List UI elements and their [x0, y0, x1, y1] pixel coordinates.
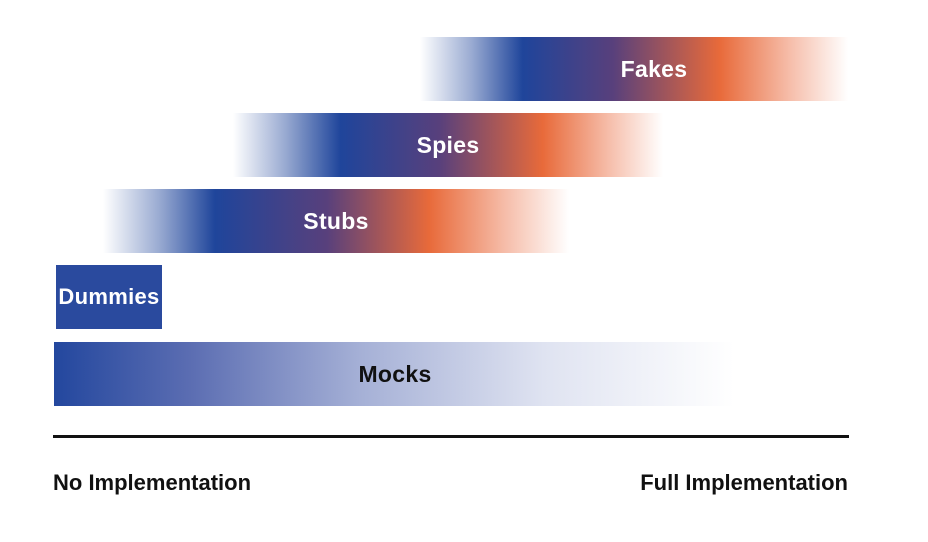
mocks-bar: Mocks — [54, 342, 734, 406]
spies-bar: Spies — [233, 113, 663, 177]
dummies-bar: Dummies — [56, 265, 162, 329]
axis-left-label: No Implementation — [53, 470, 252, 495]
implementation-axis-line — [53, 435, 849, 438]
fakes-label: Fakes — [620, 55, 688, 82]
stubs-bar: Stubs — [103, 189, 569, 253]
mocks-label: Mocks — [358, 360, 432, 387]
fakes-bar: Fakes — [420, 37, 848, 101]
dummies-label: Dummies — [58, 284, 160, 309]
stubs-label: Stubs — [303, 207, 369, 234]
spies-label: Spies — [416, 131, 480, 158]
axis-right-label: Full Implementation — [640, 470, 848, 495]
